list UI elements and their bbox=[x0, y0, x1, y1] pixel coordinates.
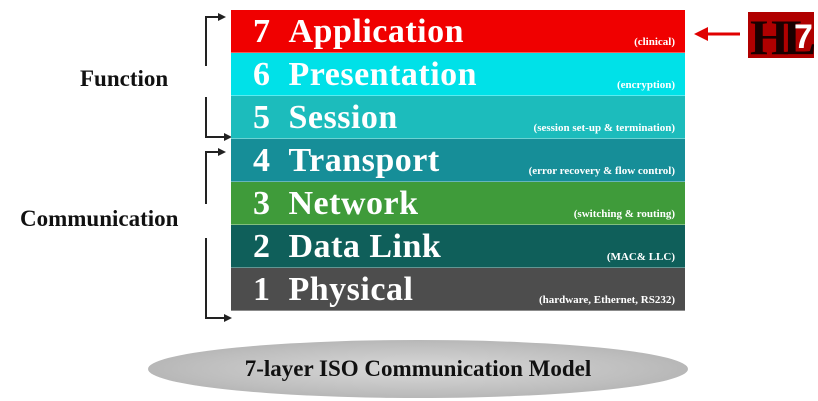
hl7-arrow bbox=[694, 27, 740, 41]
layer-description: (MAC& LLC) bbox=[606, 251, 675, 263]
layer-description: (error recovery & flow control) bbox=[528, 165, 675, 177]
model-title: 7-layer ISO Communication Model bbox=[244, 356, 592, 381]
layer-name: Transport bbox=[288, 142, 440, 179]
layer-5-session: 5 Session (session set-up & termination) bbox=[231, 96, 685, 139]
layer-name: Presentation bbox=[288, 56, 478, 93]
layer-number: 1 bbox=[253, 271, 271, 308]
function-label: Function bbox=[80, 66, 169, 91]
layer-description: (hardware, Ethernet, RS232) bbox=[538, 294, 675, 306]
layer-4-transport: 4 Transport (error recovery & flow contro… bbox=[231, 139, 685, 182]
layer-name: Application bbox=[288, 13, 465, 50]
layer-2-data-link: 2 Data Link (MAC& LLC) bbox=[231, 225, 685, 268]
osi-layer-stack: 7 Application (clinical) 6 Presentation (e… bbox=[231, 10, 685, 311]
layer-description: (session set-up & termination) bbox=[533, 122, 675, 134]
hl7-logo: HL 7 bbox=[748, 12, 814, 58]
hl7-logo-letters: HL bbox=[750, 12, 814, 58]
layer-name: Session bbox=[288, 99, 398, 136]
communication-label: Communication bbox=[20, 206, 179, 231]
layer-number: 5 bbox=[253, 99, 271, 136]
model-title-ellipse: 7-layer ISO Communication Model bbox=[148, 340, 688, 398]
layer-number: 3 bbox=[253, 185, 271, 222]
layer-1-physical: 1 Physical (hardware, Ethernet, RS232) bbox=[231, 268, 685, 311]
layer-number: 7 bbox=[253, 13, 271, 50]
communication-bracket bbox=[205, 151, 218, 204]
layer-number: 4 bbox=[253, 142, 271, 179]
layer-name: Network bbox=[288, 185, 419, 222]
layer-6-presentation: 6 Presentation (encryption) bbox=[231, 53, 685, 96]
layer-number: 2 bbox=[253, 228, 271, 265]
layer-number: 6 bbox=[253, 56, 271, 93]
hl7-logo-digit: 7 bbox=[794, 18, 813, 56]
layer-3-network: 3 Network (switching & routing) bbox=[231, 182, 685, 225]
function-bracket bbox=[205, 16, 218, 66]
layer-description: (encryption) bbox=[616, 79, 675, 91]
layer-7-application: 7 Application (clinical) bbox=[231, 10, 685, 53]
layer-name: Physical bbox=[288, 271, 414, 308]
layer-description: (clinical) bbox=[634, 36, 675, 48]
group-brackets bbox=[205, 13, 232, 322]
layer-name: Data Link bbox=[288, 228, 442, 265]
layer-description: (switching & routing) bbox=[573, 208, 675, 220]
